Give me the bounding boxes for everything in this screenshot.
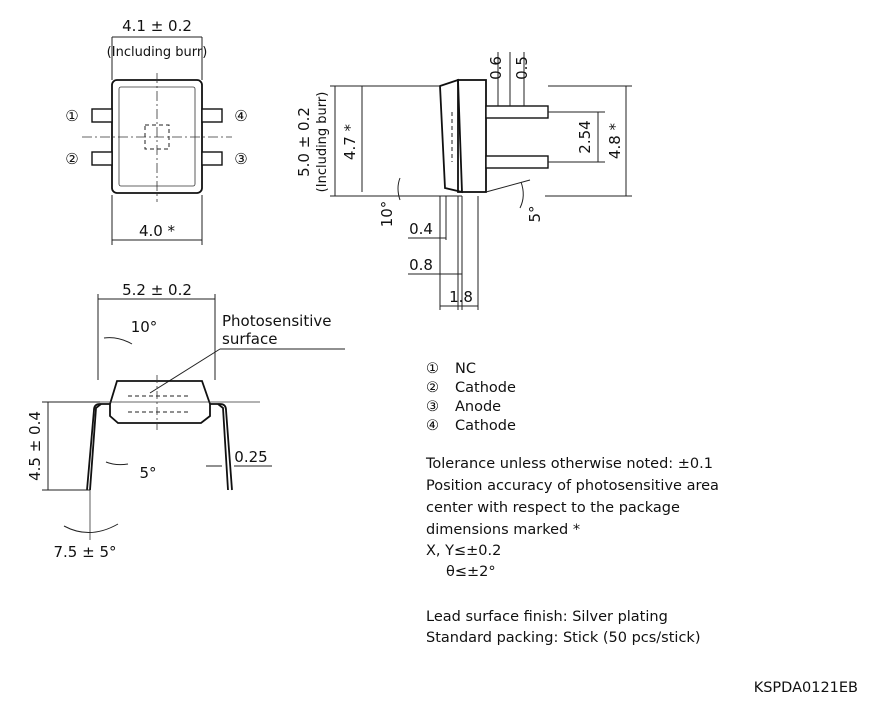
legend-3-num: ③: [426, 399, 439, 415]
side-angle-5-label: 5°: [526, 205, 544, 222]
front-view: 5.2 ± 0.2 10° Photosensitive surface 4.5…: [26, 281, 345, 561]
front-angle-5-label: 5°: [139, 464, 156, 482]
side-pitch-label: 2.54: [576, 120, 594, 153]
theta-tolerance: θ≤±2°: [446, 564, 496, 580]
packing-note: Standard packing: Stick (50 pcs/stick): [426, 630, 700, 646]
legend-3-name: Anode: [455, 399, 501, 415]
front-spread-angle-label: 7.5 ± 5°: [53, 543, 116, 561]
surface-label-line-2: surface: [222, 330, 277, 348]
top-width-label: 4.1 ± 0.2: [122, 17, 192, 35]
legend-1-num: ①: [426, 361, 439, 377]
top-body-width-label: 4.0 *: [139, 222, 176, 240]
side-dim-08-label: 0.8: [409, 256, 433, 274]
legend-1-name: NC: [455, 361, 476, 377]
side-lead-height-label: 4.8 *: [606, 122, 624, 159]
top-view: 4.1 ± 0.2 (Including burr) ① ② ③ ④ 4.0 *: [65, 17, 248, 245]
side-dim-18-label: 1.8: [449, 288, 473, 306]
surface-label-line-1: Photosensitive: [222, 312, 331, 330]
side-dim-04-label: 0.4: [409, 220, 433, 238]
accuracy-note-line-2: center with respect to the package: [426, 500, 680, 516]
front-width-label: 5.2 ± 0.2: [122, 281, 192, 299]
document-code: KSPDA0121EB: [754, 680, 858, 696]
side-height-note: (Including burr): [315, 92, 330, 193]
front-angle-10-label: 10°: [131, 318, 158, 336]
top-width-note: (Including burr): [107, 45, 208, 60]
front-height-label: 4.5 ± 0.4: [26, 411, 44, 481]
finish-note: Lead surface finish: Silver plating: [426, 609, 668, 625]
side-body-height-label: 4.7 *: [341, 123, 359, 160]
top-pin-1-label: ①: [65, 107, 78, 125]
side-height-label: 5.0 ± 0.2: [295, 107, 313, 177]
legend-4-num: ④: [426, 418, 439, 434]
notes-block: Tolerance unless otherwise noted: ±0.1 P…: [425, 456, 719, 646]
legend-2-name: Cathode: [455, 380, 516, 396]
side-view: 5.0 ± 0.2 (Including burr) 4.7 * 0.6 0.5…: [295, 52, 632, 310]
pin-legend: ① NC ② Cathode ③ Anode ④ Cathode: [426, 361, 516, 434]
top-pin-4-label: ④: [234, 107, 247, 125]
front-lead-thickness-label: 0.25: [234, 448, 267, 466]
top-pin-2-label: ②: [65, 150, 78, 168]
top-pin-3-label: ③: [234, 150, 247, 168]
accuracy-note-line-3: dimensions marked *: [426, 522, 580, 538]
side-dim-05-label: 0.5: [513, 56, 531, 80]
accuracy-note-line-1: Position accuracy of photosensitive area: [426, 478, 719, 494]
side-dim-06-label: 0.6: [487, 56, 505, 80]
legend-4-name: Cathode: [455, 418, 516, 434]
side-angle-10-label: 10°: [378, 201, 396, 228]
xy-tolerance: X, Y≤±0.2: [426, 543, 501, 559]
legend-2-num: ②: [426, 380, 439, 396]
tolerance-note: Tolerance unless otherwise noted: ±0.1: [425, 456, 713, 472]
